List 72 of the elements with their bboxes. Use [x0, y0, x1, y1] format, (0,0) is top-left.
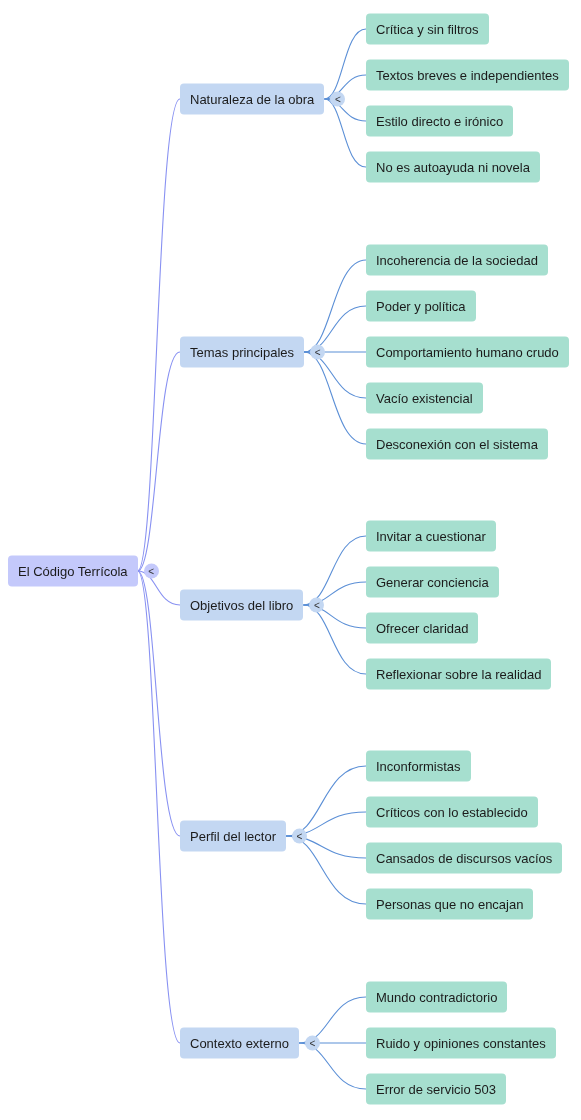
connector-line — [285, 835, 367, 859]
topic-text: El Código Terrícola — [18, 562, 128, 581]
root-topic-box — [8, 555, 138, 587]
topic-text: Inconformistas — [376, 757, 461, 776]
leaf-topic-box — [366, 612, 479, 644]
topic-text: Temas principales — [190, 343, 295, 362]
topic-text: Incoherencia de la sociedad — [376, 251, 538, 270]
leaf-topic-box — [366, 1027, 556, 1059]
connector-line — [285, 835, 367, 905]
topic-text: Cansados de discursos vacíos — [376, 849, 553, 868]
topic-text: Desconexión con el sistema — [376, 435, 538, 454]
topic-text: No es autoayuda ni novela — [376, 158, 530, 177]
topic-text: Contexto externo — [190, 1034, 289, 1053]
branch-topic-box — [180, 336, 305, 368]
connector-line — [323, 98, 367, 122]
leaf-topic-box — [366, 336, 569, 368]
leaf-topic-box — [366, 658, 552, 690]
leaf-topic-box — [366, 382, 483, 414]
collapse-toggle: < — [305, 1035, 320, 1051]
topic-text: Estilo directo e irónico — [376, 112, 504, 131]
topic-text: Generar conciencia — [376, 573, 489, 592]
connector-line — [137, 570, 181, 837]
leaf-topic-box — [366, 428, 548, 460]
collapse-toggle: < — [143, 563, 159, 579]
connector-line — [323, 98, 367, 168]
leaf-topic-box — [366, 566, 499, 598]
topic-text: Error de servicio 503 — [376, 1080, 496, 1099]
topic-text: Críticos con lo establecido — [376, 803, 528, 822]
connector-line — [298, 1042, 367, 1090]
leaf-topic-box — [366, 151, 540, 183]
topic-text: Crítica y sin filtros — [376, 20, 479, 39]
leaf-topic-box — [366, 750, 471, 782]
leaf-topic-box — [366, 1073, 506, 1105]
topic-text: Personas que no encajan — [376, 895, 524, 914]
topic-text: Perfil del lector — [190, 827, 276, 846]
leaf-topic-box — [366, 244, 548, 276]
branch-topic-box — [180, 589, 304, 621]
topic-text: Textos breves e independientes — [376, 66, 559, 85]
topic-text: Ofrecer claridad — [376, 619, 469, 638]
topic-text: Poder y política — [376, 297, 466, 316]
connector-line — [298, 1042, 367, 1044]
connector-line — [137, 98, 181, 572]
connector-line — [137, 570, 181, 606]
connector-line — [302, 604, 367, 675]
connector-line — [303, 351, 367, 445]
connector-line — [137, 570, 181, 1044]
branch-topic-box — [180, 820, 286, 852]
branch-topic-box — [180, 1027, 299, 1059]
leaf-topic-box — [366, 981, 508, 1013]
topic-text: Ruido y opiniones constantes — [376, 1034, 546, 1053]
leaf-topic-box — [366, 888, 534, 920]
leaf-topic-box — [366, 59, 569, 91]
topic-text: Invitar a cuestionar — [376, 527, 486, 546]
leaf-topic-box — [366, 105, 514, 137]
topic-text: Objetivos del libro — [190, 596, 294, 615]
topic-text: Reflexionar sobre la realidad — [376, 665, 542, 684]
collapse-toggle: < — [292, 828, 307, 844]
topic-text: Mundo contradictorio — [376, 988, 498, 1007]
topic-text: Naturaleza de la obra — [190, 90, 315, 109]
connector-line — [302, 604, 367, 629]
leaf-topic-box — [366, 796, 538, 828]
leaf-topic-box — [366, 13, 489, 45]
collapse-toggle: < — [330, 91, 346, 107]
leaf-topic-box — [366, 520, 496, 552]
leaf-topic-box — [366, 290, 476, 322]
leaf-topic-box — [366, 842, 563, 874]
topic-text: Comportamiento humano crudo — [376, 343, 559, 362]
branch-topic-box — [180, 83, 325, 115]
connector-line — [137, 351, 181, 572]
topic-text: Vacío existencial — [376, 389, 473, 408]
collapse-toggle: < — [310, 344, 326, 360]
collapse-toggle: < — [309, 597, 325, 613]
